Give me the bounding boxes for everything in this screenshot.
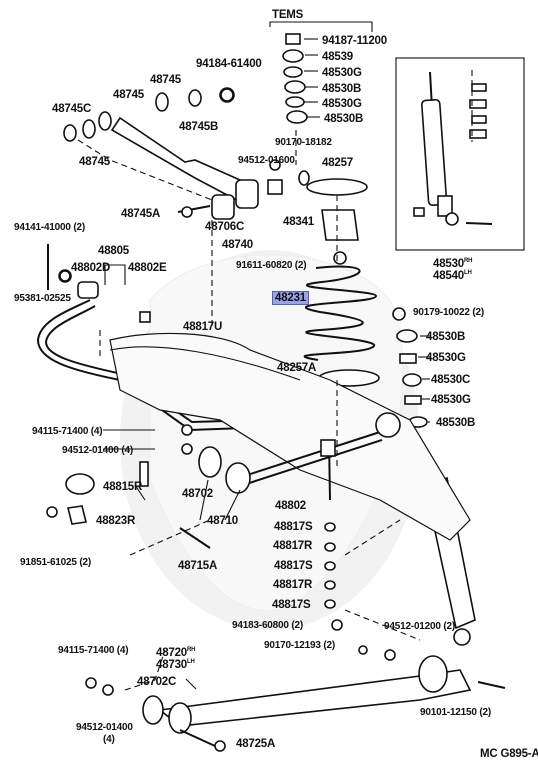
w-washer-icon [102, 159, 396, 696]
part-label-90179-10022: 90179-10022 (2) [413, 307, 484, 318]
part-label-48745a: 48745A [121, 208, 161, 220]
part-label-48730-lh: 48730LH [156, 658, 195, 671]
part-label-48823r: 48823R [96, 515, 136, 527]
stabilizer-link [320, 439, 336, 609]
part-label-90170-12193: 90170-12193 (2) [264, 640, 335, 651]
part-label-48815r: 48815R [103, 481, 143, 493]
part-label-95381-02525: 95381-02525 [14, 293, 71, 304]
part-label-48706c: 48706C [205, 221, 245, 233]
part-label-94512-01600: 94512-01600 [238, 155, 295, 166]
axle-housing [109, 332, 471, 541]
part-label-48802: 48802 [275, 500, 306, 512]
part-label-48530b-c: 48530B [426, 331, 466, 343]
shock-absorber-icon [413, 71, 493, 226]
part-label-48817r-a: 48817R [273, 540, 313, 552]
part-label-48720-rh: 48720RH [156, 646, 196, 659]
part-label-48530g-a: 48530G [322, 67, 362, 79]
items-label: TEMS [272, 9, 304, 21]
part-label-94512-01400-b: 94512-01400 [76, 722, 133, 733]
part-label-48725a: 48725A [236, 738, 276, 750]
part-label-48817s-a: 48817S [274, 521, 313, 533]
part-label-48702c: 48702C [137, 676, 177, 688]
top-mount-washers [282, 33, 320, 124]
part-label-48530g-c: 48530G [426, 352, 466, 364]
part-label-94183-60800: 94183-60800 (2) [232, 620, 303, 631]
part-label-48530b-d: 48530B [436, 417, 476, 429]
stabilizer-bar [36, 244, 331, 432]
part-label-91851-61025: 91851-61025 (2) [20, 557, 91, 568]
right-washer-stack [392, 307, 428, 428]
part-label-94141-41000: 94141-41000 (2) [14, 222, 85, 233]
part-label-91611-60820: 91611-60820 (2) [236, 260, 307, 271]
leader-lines [77, 130, 430, 691]
inset-washers [469, 70, 487, 142]
part-label-48745-a: 48745 [150, 74, 181, 86]
part-label-48745c: 48745C [52, 103, 92, 115]
part-label-48702: 48702 [182, 488, 213, 500]
part-label-48745-c: 48745 [79, 156, 110, 168]
part-label-48802e: 48802E [128, 262, 167, 274]
upper-control-arm [63, 87, 283, 220]
part-label-48817s-c: 48817S [272, 599, 311, 611]
washer-48745C [63, 124, 77, 142]
part-label-94512-01200: 94512-01200 (2) [384, 621, 455, 632]
part-label-48740: 48740 [222, 239, 253, 251]
items-bracket [269, 21, 373, 32]
part-label-48539: 48539 [322, 51, 353, 63]
part-label-94512-01400-a: 94512-01400 (4) [62, 445, 133, 456]
part-label-90170-18182: 90170-18182 [275, 137, 332, 148]
part-label-48257: 48257 [322, 157, 353, 169]
part-label-94184-61400: 94184-61400 [196, 58, 262, 70]
part-label-48530g-d: 48530G [431, 394, 471, 406]
part-label-48817s-b: 48817S [274, 560, 313, 572]
part-label-94187-11200: 94187-11200 [322, 35, 387, 47]
part-label-48715a: 48715A [178, 560, 218, 572]
part-label-48231-highlighted[interactable]: 48231 [272, 291, 309, 305]
lateral-control-rod [139, 412, 401, 494]
part-label-90101-12150: 90101-12150 (2) [420, 707, 491, 718]
part-label-48341: 48341 [283, 216, 314, 228]
part-label-48817r-b: 48817R [273, 579, 313, 591]
part-label-48805: 48805 [98, 245, 129, 257]
part-label-94115-71400-a: 94115-71400 (4) [32, 426, 103, 437]
part-label-48802d: 48802D [71, 262, 111, 274]
part-label-48530g-b: 48530G [322, 98, 362, 110]
lower-control-arm [142, 645, 506, 752]
part-label-48530c: 48530C [431, 374, 471, 386]
part-label-48530b-a: 48530B [322, 83, 362, 95]
part-label-48817u: 48817U [183, 321, 223, 333]
part-label-48530-rh: 48530RH [433, 257, 473, 270]
part-label-48710: 48710 [207, 515, 238, 527]
part-label-48745b: 48745B [179, 121, 219, 133]
left-bushings [46, 473, 211, 549]
part-label-94115-71400-b: 94115-71400 (4) [58, 645, 129, 656]
n-washer-icon [59, 88, 343, 689]
part-label-48745-b: 48745 [113, 89, 144, 101]
diagram-code: MC G895-A [480, 748, 538, 760]
shock-inset-frame [395, 57, 525, 251]
part-label-94512-01400-b-qty: (4) [103, 734, 115, 745]
part-label-48257a: 48257A [277, 362, 317, 374]
part-label-48540-lh: 48540LH [433, 269, 472, 282]
rubber-bumper [298, 170, 368, 265]
part-label-48530b-b: 48530B [324, 113, 364, 125]
